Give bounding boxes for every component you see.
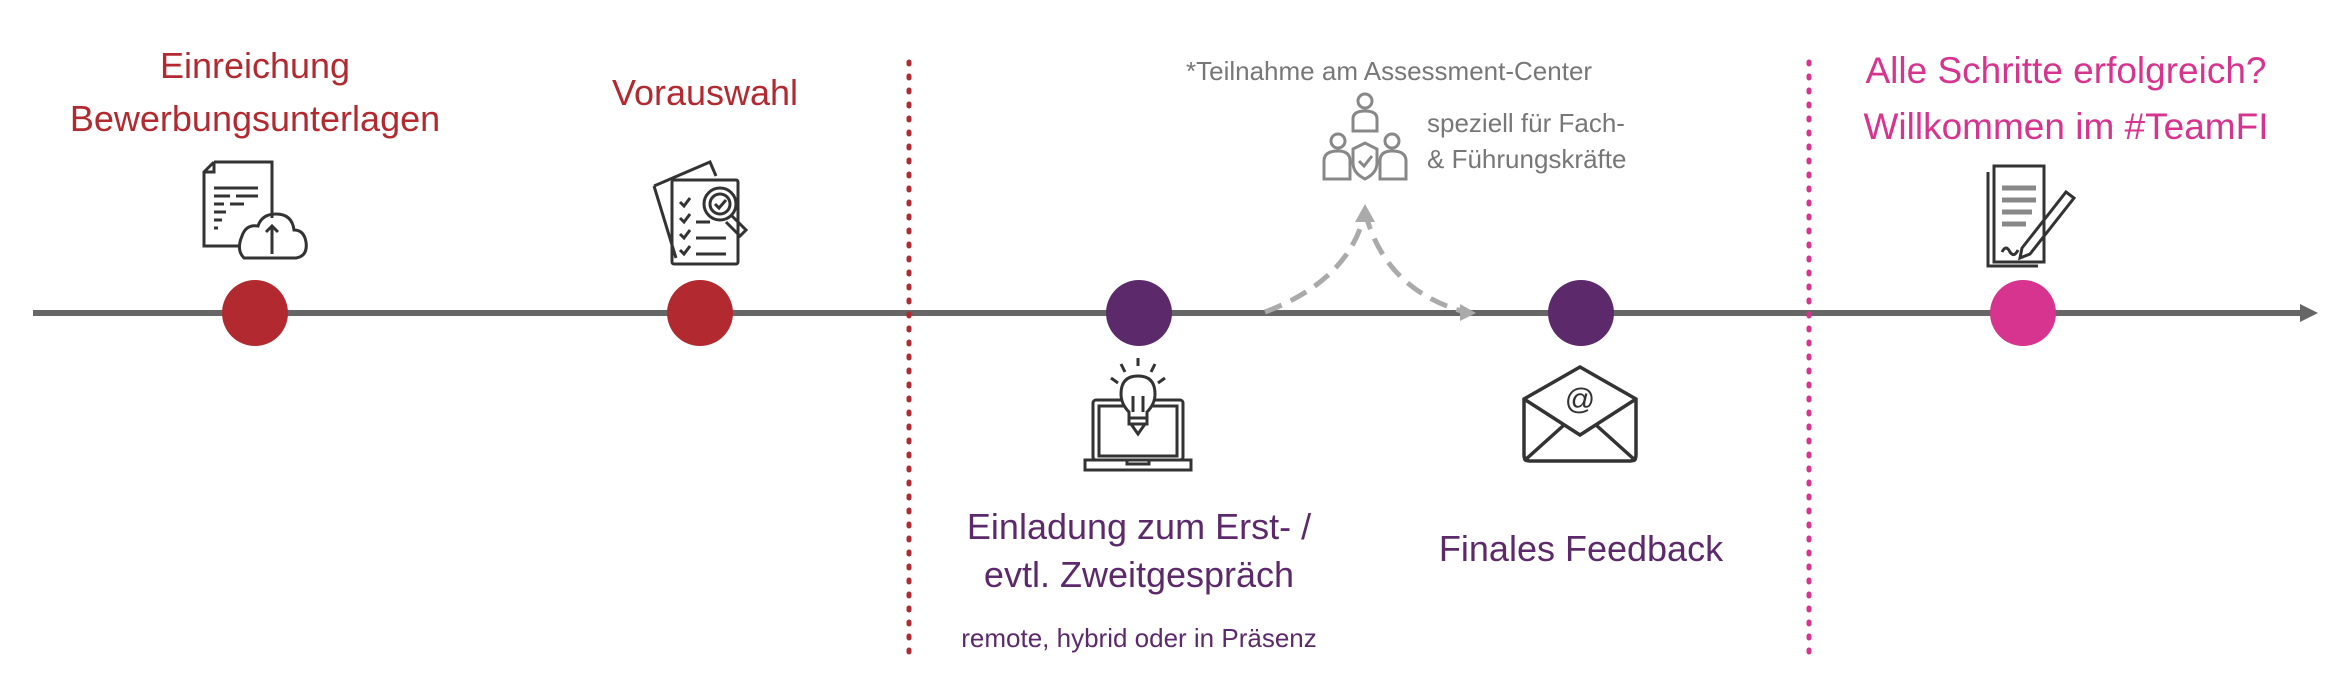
assessment-line2: & Führungskräfte [1427,144,1627,174]
step-dot-1 [222,280,288,346]
step-5-title-line2: Willkommen im #TeamFI [1863,106,2269,147]
step-4-title: Finales Feedback [1438,528,1724,569]
svg-text:@: @ [1565,383,1595,416]
assessment-line1: speziell für Fach- [1427,108,1625,138]
step-1-title-line2: Bewerbungsunterlagen [69,98,441,139]
assessment-title: *Teilnahme am Assessment-Center [1186,56,1593,86]
step-dot-2 [667,280,733,346]
step-dot-3 [1106,280,1172,346]
step-2-title: Vorauswahl [611,72,799,113]
email-envelope-icon: @ [1522,364,1638,463]
checklist-magnifier-icon [652,160,749,266]
step-dot-5 [1990,280,2056,346]
step-3-title-line2: evtl. Zweitgespräch [983,554,1295,595]
step-3-title-line1: Einladung zum Erst- / [966,506,1312,547]
team-group-icon [1322,92,1408,181]
step-3-note: remote, hybrid oder in Präsenz [961,623,1317,653]
document-cloud-upload-icon [202,160,308,260]
step-1-title-line1: Einreichung [159,45,351,86]
assessment-branch-arrow [1264,211,1466,315]
step-dot-4 [1548,280,1614,346]
contract-signing-icon [1986,164,2077,268]
laptop-lightbulb-icon [1083,358,1193,472]
step-5-title-line1: Alle Schritte erfolgreich? [1865,50,2267,91]
